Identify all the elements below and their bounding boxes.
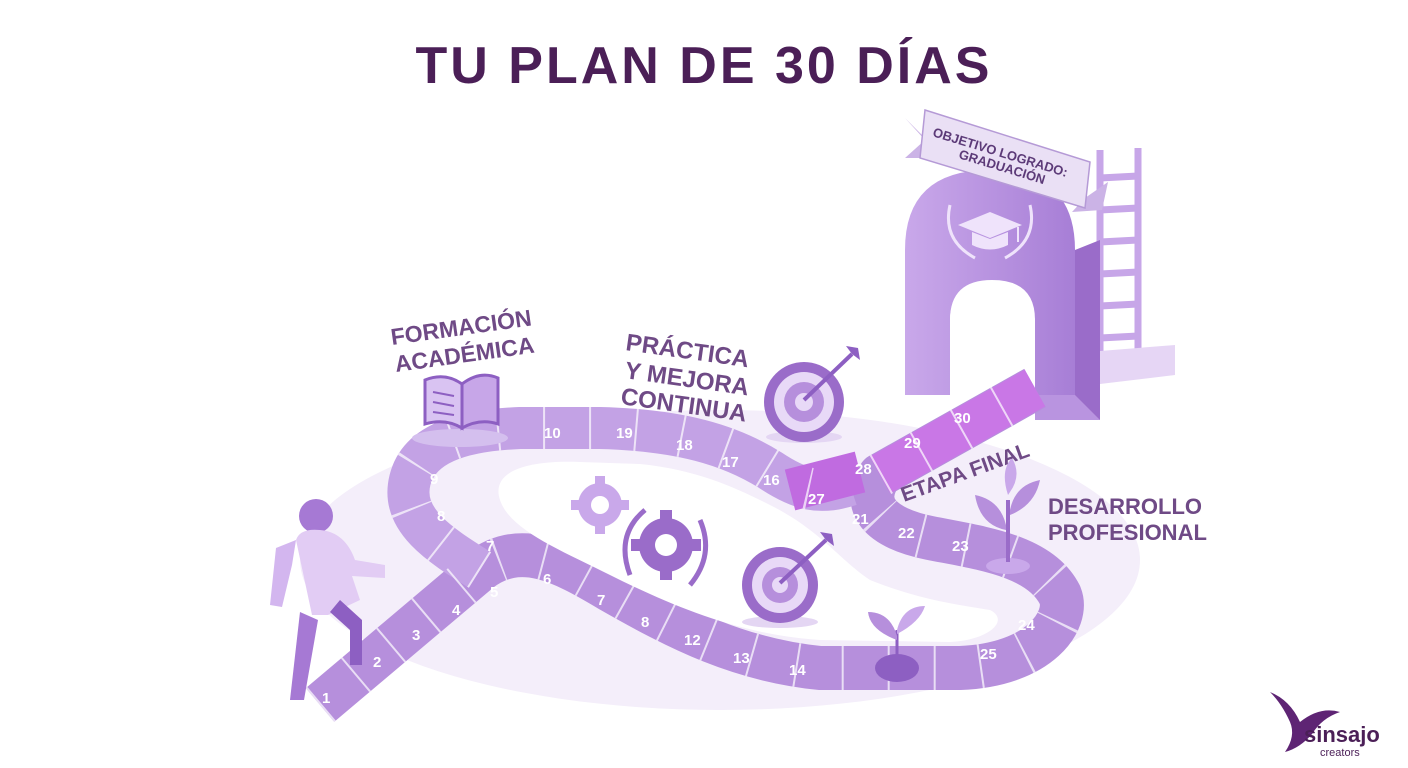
brand-name: sinsajo bbox=[1304, 722, 1380, 747]
sprout-icon bbox=[975, 458, 1040, 574]
target-icon bbox=[764, 346, 860, 443]
tile-27: 27 bbox=[808, 491, 825, 508]
tile-3: 3 bbox=[412, 627, 420, 644]
open-book-icon bbox=[412, 373, 508, 447]
page-title: TU PLAN DE 30 DÍAS bbox=[415, 37, 993, 95]
tile-17: 17 bbox=[722, 454, 739, 471]
brand-tagline: creators bbox=[1320, 747, 1360, 759]
tile-7a: 7 bbox=[486, 538, 494, 555]
tile-5: 5 bbox=[490, 584, 498, 601]
label-professional-2: PROFESIONAL bbox=[1048, 520, 1207, 545]
tile-10: 10 bbox=[544, 425, 561, 442]
tile-22: 22 bbox=[898, 525, 915, 542]
brand-logo: sinsajo creators bbox=[1270, 692, 1380, 759]
tile-16: 16 bbox=[763, 472, 780, 489]
tile-7b: 7 bbox=[597, 592, 605, 609]
gears-icon bbox=[571, 476, 709, 587]
graduation-cap-icon bbox=[946, 204, 1034, 260]
ladder-icon bbox=[1096, 148, 1142, 360]
tile-13: 13 bbox=[733, 650, 750, 667]
path-tiles: 1 2 3 4 5 6 7 8 9 10 19 18 17 16 7 8 12 … bbox=[322, 410, 1035, 707]
tile-23: 23 bbox=[952, 538, 969, 555]
tile-14: 14 bbox=[789, 662, 806, 679]
tile-4: 4 bbox=[452, 602, 461, 619]
person-icon bbox=[270, 499, 385, 700]
tile-18: 18 bbox=[676, 437, 693, 454]
target-icon bbox=[742, 532, 834, 628]
goal-banner: OBJETIVO LOGRADO: GRADUACIÓN bbox=[905, 109, 1108, 212]
tile-1: 1 bbox=[322, 690, 330, 707]
tile-28: 28 bbox=[855, 461, 872, 478]
tile-12: 12 bbox=[684, 632, 701, 649]
tile-8a: 8 bbox=[437, 508, 445, 525]
sprout-icon bbox=[868, 606, 925, 682]
graduation-arch bbox=[905, 170, 1100, 420]
tile-24: 24 bbox=[1018, 617, 1035, 634]
tile-29: 29 bbox=[904, 435, 921, 452]
tile-19: 19 bbox=[616, 425, 633, 442]
tile-8b: 8 bbox=[641, 614, 649, 631]
tile-2: 2 bbox=[373, 654, 381, 671]
tile-30: 30 bbox=[954, 410, 971, 427]
tile-25: 25 bbox=[980, 646, 997, 663]
bird-logo-icon bbox=[1270, 692, 1340, 752]
tile-6: 6 bbox=[543, 571, 551, 588]
label-professional-1: DESARROLLO bbox=[1048, 494, 1202, 519]
tile-21: 21 bbox=[852, 511, 869, 528]
tile-9: 9 bbox=[430, 471, 438, 488]
